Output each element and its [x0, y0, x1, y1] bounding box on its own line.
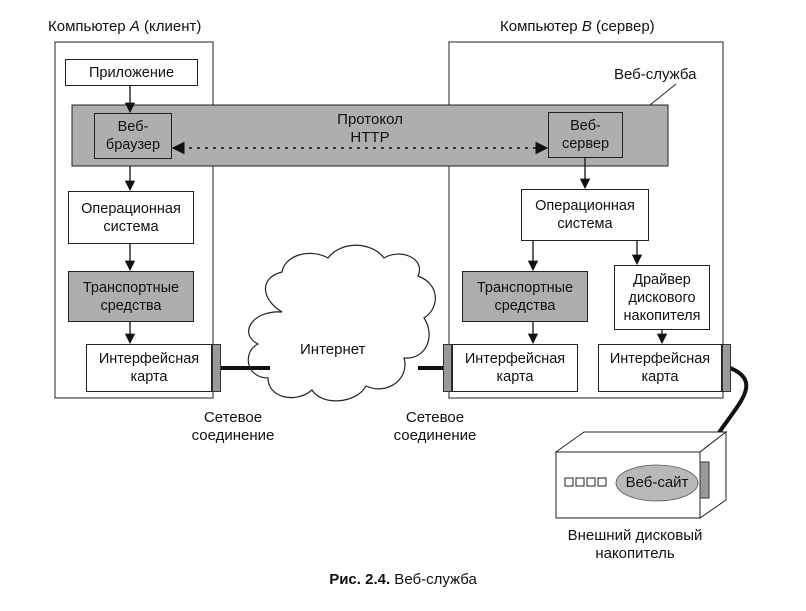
protocol-label: Протокол HTTP — [337, 111, 403, 146]
figure-caption: Рис. 2.4. Веб-служба — [329, 571, 477, 588]
website-oval — [615, 464, 699, 502]
computer-a-title: Компьютер A (клиент) — [48, 18, 202, 35]
web-server-box: Веб-сервер — [548, 112, 623, 158]
internet-label: Интернет — [300, 341, 366, 358]
web-browser-box: Веб-браузер — [94, 113, 172, 159]
nic-port-b1 — [443, 344, 452, 392]
web-service-label: Веб-служба — [614, 66, 697, 83]
nic-port-b2 — [722, 344, 731, 392]
web-service-leader — [649, 83, 677, 106]
disk-top-face — [554, 431, 728, 453]
nic-port-a — [212, 344, 221, 392]
net-connection-left-label: Сетевое соединение — [191, 409, 275, 444]
application-box: Приложение — [65, 59, 198, 86]
disk-caption: Внешний дисковый накопитель — [567, 527, 703, 562]
computer-a-frame — [54, 41, 214, 399]
computer-b-title: Компьютер B (сервер) — [500, 18, 655, 35]
net-connection-right-label: Сетевое соединение — [393, 409, 477, 444]
disk-indicator-2 — [575, 477, 585, 487]
disk-indicator-1 — [564, 477, 574, 487]
disk-port — [699, 461, 710, 499]
disk-indicator-4 — [597, 477, 607, 487]
internet-cloud — [247, 244, 436, 402]
computer-b-frame — [448, 41, 724, 399]
website-label: Веб-сайт — [625, 474, 689, 491]
disk-indicator-3 — [586, 477, 596, 487]
